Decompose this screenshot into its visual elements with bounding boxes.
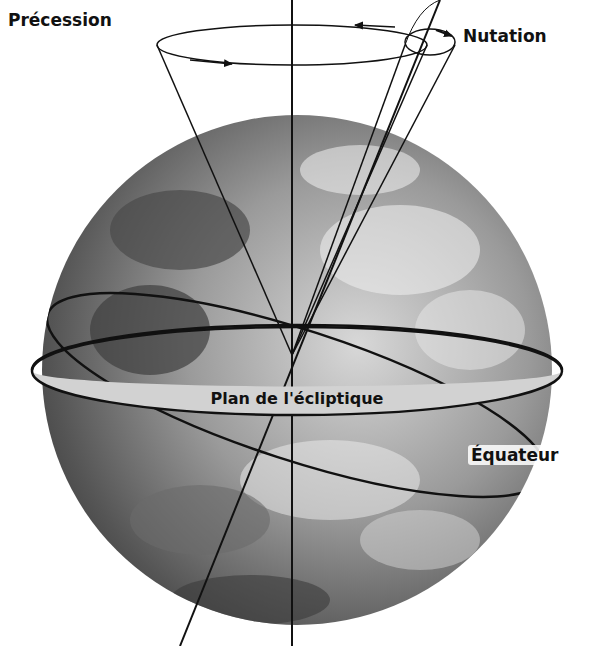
equator-label: Équateur bbox=[468, 445, 562, 465]
plane-label: Plan de l'écliptique bbox=[211, 389, 384, 408]
ecliptic-normal-axis bbox=[291, 0, 293, 646]
nutation-label: Nutation bbox=[463, 26, 547, 46]
equator-line bbox=[28, 252, 567, 538]
precession-label: Précession bbox=[8, 10, 112, 30]
earth-globe bbox=[42, 115, 552, 625]
ecliptic-plane: Plan de l'écliptique bbox=[30, 325, 564, 417]
cloud-pattern bbox=[28, 145, 567, 625]
nutation-circle bbox=[405, 29, 455, 55]
precession-circle bbox=[157, 25, 427, 65]
rotation-axis bbox=[180, 0, 440, 646]
